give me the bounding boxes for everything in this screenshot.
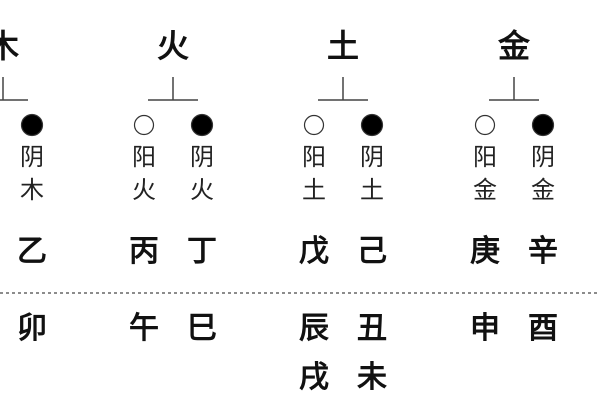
polarity-label: 阳 <box>473 143 497 171</box>
element-label: 火 <box>156 27 190 65</box>
earthly-branch: 卯 <box>17 311 47 346</box>
polarity-label: 阳 <box>302 143 326 171</box>
earthly-branch: 巳 <box>187 311 217 346</box>
yang-circle-icon <box>133 114 155 136</box>
earthly-branch: 丑 <box>357 311 387 346</box>
yin-circle-icon <box>20 113 44 137</box>
polarity-label: 阴 <box>190 143 214 171</box>
element-sub-label: 木 <box>20 176 44 204</box>
earthly-branch: 戌 <box>299 360 329 395</box>
earthly-branch: 辰 <box>299 311 329 346</box>
element-sub-label: 金 <box>473 176 497 204</box>
earthly-branch: 申 <box>470 311 500 346</box>
element-sub-label: 火 <box>190 176 214 204</box>
yin-circle-icon <box>190 113 214 137</box>
polarity-label: 阴 <box>360 143 384 171</box>
heavenly-stem: 戊 <box>299 234 329 269</box>
element-sub-label: 火 <box>132 176 156 204</box>
heavenly-stem: 乙 <box>17 234 47 269</box>
element-label: 土 <box>326 27 360 65</box>
element-label: 金 <box>497 27 531 65</box>
earthly-branch: 未 <box>357 360 387 395</box>
earthly-branch: 午 <box>129 311 159 346</box>
heavenly-stem: 丙 <box>129 234 159 269</box>
yin-circle-icon <box>531 113 555 137</box>
heavenly-stem: 丁 <box>187 234 217 269</box>
polarity-label: 阳 <box>132 143 156 171</box>
element-sub-label: 土 <box>302 176 326 204</box>
heavenly-stem: 己 <box>357 234 387 269</box>
yang-circle-icon <box>474 114 496 136</box>
element-sub-label: 金 <box>531 176 555 204</box>
heavenly-stem: 辛 <box>528 234 558 269</box>
heavenly-stem: 庚 <box>470 234 500 269</box>
earthly-branch: 酉 <box>528 311 558 346</box>
element-sub-label: 土 <box>360 176 384 204</box>
yang-circle-icon <box>303 114 325 136</box>
polarity-label: 阴 <box>20 143 44 171</box>
polarity-label: 阴 <box>531 143 555 171</box>
yin-circle-icon <box>360 113 384 137</box>
element-label: 木 <box>0 27 20 65</box>
